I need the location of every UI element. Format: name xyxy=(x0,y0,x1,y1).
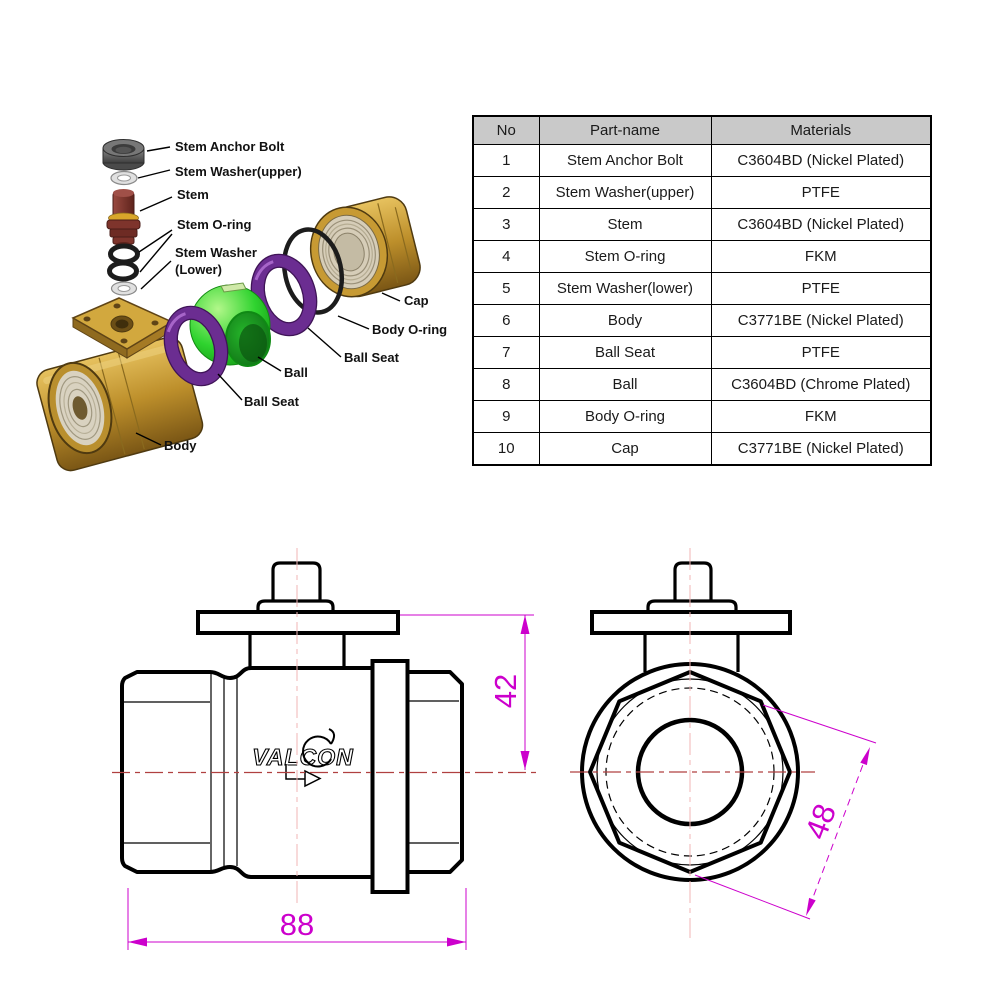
cell-no: 3 xyxy=(472,208,540,241)
label-ball: Ball xyxy=(284,365,308,380)
dim-text-48: 48 xyxy=(798,799,843,844)
table-row: 4 Stem O-ring FKM xyxy=(472,240,932,273)
table-row: 8 Ball C3604BD (Chrome Plated) xyxy=(472,368,932,401)
cell-part: Stem Washer(upper) xyxy=(538,176,712,209)
cell-material: C3604BD (Nickel Plated) xyxy=(710,144,932,177)
cell-material: C3604BD (Chrome Plated) xyxy=(710,368,932,401)
col-header-no: No xyxy=(472,115,540,145)
leader-lines xyxy=(135,146,401,446)
table-row: 7 Ball Seat PTFE xyxy=(472,336,932,369)
dim-text-88: 88 xyxy=(280,907,314,942)
table-row: 1 Stem Anchor Bolt C3604BD (Nickel Plate… xyxy=(472,144,932,177)
cell-no: 4 xyxy=(472,240,540,273)
cell-part: Body O-ring xyxy=(538,400,712,433)
ball-seat-front-part xyxy=(163,305,229,387)
side-view-drawing: VALCON 88 42 xyxy=(112,548,540,950)
label-stem-washer-upper: Stem Washer(upper) xyxy=(175,164,302,179)
cell-no: 5 xyxy=(472,272,540,305)
exploded-view: Stem Anchor Bolt Stem Washer(upper) Stem… xyxy=(36,139,447,472)
ball-part xyxy=(189,282,271,367)
table-row: 6 Body C3771BE (Nickel Plated) xyxy=(472,304,932,337)
cell-part: Stem O-ring xyxy=(538,240,712,273)
cell-part: Cap xyxy=(538,432,712,466)
cell-material: C3604BD (Nickel Plated) xyxy=(710,208,932,241)
cell-material: FKM xyxy=(710,400,932,433)
stem-part xyxy=(106,189,141,248)
cell-material: C3771BE (Nickel Plated) xyxy=(710,304,932,337)
label-ball-seat-front: Ball Seat xyxy=(244,394,300,409)
end-stem xyxy=(673,561,713,606)
label-stem-o-ring: Stem O-ring xyxy=(177,217,251,232)
side-stem xyxy=(271,561,322,606)
label-ball-seat-rear: Ball Seat xyxy=(344,350,400,365)
label-stem-washer-lower-2: (Lower) xyxy=(175,262,222,277)
cell-part: Stem xyxy=(538,208,712,241)
cell-part: Body xyxy=(538,304,712,337)
end-mounting-plate xyxy=(590,610,792,635)
parts-table: No Part-name Materials 1 Stem Anchor Bol… xyxy=(472,115,932,466)
cell-material: C3771BE (Nickel Plated) xyxy=(710,432,932,466)
label-cap: Cap xyxy=(404,293,429,308)
label-stem-anchor-bolt: Stem Anchor Bolt xyxy=(175,139,285,154)
body-part xyxy=(36,297,204,472)
side-mounting-plate xyxy=(196,610,400,635)
stem-washer-lower-part xyxy=(110,281,138,296)
dim-text-42: 42 xyxy=(488,674,523,708)
table-header-row: No Part-name Materials xyxy=(472,115,932,145)
cell-part: Ball Seat xyxy=(538,336,712,369)
stem-washer-upper-part xyxy=(110,170,138,186)
table-row: 5 Stem Washer(lower) PTFE xyxy=(472,272,932,305)
side-cap-nut-band xyxy=(370,659,410,894)
body-o-ring-part xyxy=(282,227,344,315)
table-row: 9 Body O-ring FKM xyxy=(472,400,932,433)
cell-no: 2 xyxy=(472,176,540,209)
cell-part: Stem Washer(lower) xyxy=(538,272,712,305)
cell-no: 7 xyxy=(472,336,540,369)
cell-material: FKM xyxy=(710,240,932,273)
stem-o-ring-part xyxy=(107,243,140,282)
dimension-88: 88 xyxy=(127,888,467,950)
cell-material: PTFE xyxy=(710,176,932,209)
cell-no: 10 xyxy=(472,432,540,466)
cell-no: 1 xyxy=(472,144,540,177)
table-row: 10 Cap C3771BE (Nickel Plated) xyxy=(472,432,932,466)
valcon-swoosh-icon xyxy=(302,728,335,768)
cell-material: PTFE xyxy=(710,336,932,369)
table-row: 3 Stem C3604BD (Nickel Plated) xyxy=(472,208,932,241)
cell-part: Stem Anchor Bolt xyxy=(538,144,712,177)
flow-direction-arrow-icon xyxy=(285,764,322,788)
cell-no: 8 xyxy=(472,368,540,401)
label-body: Body xyxy=(164,438,197,453)
cap-part xyxy=(309,196,421,298)
col-header-materials: Materials xyxy=(710,115,932,145)
end-view-drawing: 48 xyxy=(570,548,877,938)
label-stem: Stem xyxy=(177,187,209,202)
table-row: 2 Stem Washer(upper) PTFE xyxy=(472,176,932,209)
cell-no: 6 xyxy=(472,304,540,337)
label-body-o-ring: Body O-ring xyxy=(372,322,447,337)
valcon-logo: VALCON xyxy=(252,728,353,788)
col-header-part-name: Part-name xyxy=(538,115,712,145)
dimension-42: 42 xyxy=(400,614,534,770)
stem-anchor-bolt-part xyxy=(102,139,145,171)
cell-part: Ball xyxy=(538,368,712,401)
cell-material: PTFE xyxy=(710,272,932,305)
end-stem-collar xyxy=(646,599,738,614)
label-stem-washer-lower-1: Stem Washer xyxy=(175,245,257,260)
side-stem-collar xyxy=(256,599,335,614)
cell-no: 9 xyxy=(472,400,540,433)
